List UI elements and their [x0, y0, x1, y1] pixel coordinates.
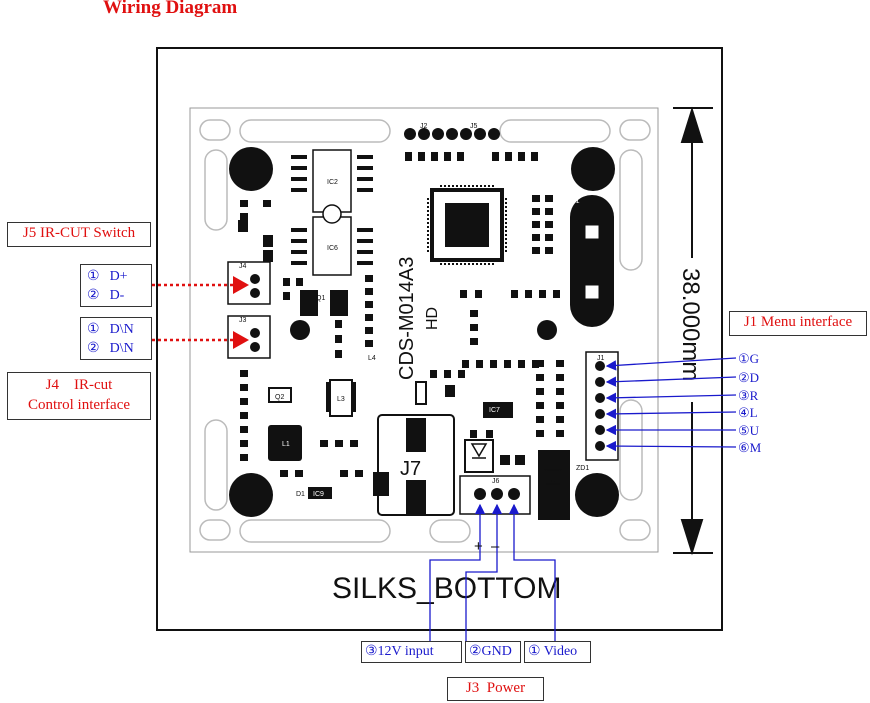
- j1-title: J1 Menu interface: [743, 314, 853, 330]
- power-12v-label: ③12V input: [361, 641, 462, 663]
- j7-label: J7: [400, 458, 421, 480]
- j1-leaders: [605, 357, 737, 452]
- j4-title-box: J4 IR-cut Control interface: [7, 372, 151, 420]
- ref-j5: J5: [470, 123, 478, 130]
- j4-pins-box: ① D\N ② D\N: [80, 317, 152, 360]
- mounting-holes: [229, 147, 619, 517]
- ref-y1: Y1: [571, 198, 580, 205]
- power-title-box: J3 Power: [447, 677, 544, 701]
- power-gnd-label: ②GND: [465, 641, 521, 663]
- j5-arrow-head: [233, 276, 249, 294]
- j5-title-box: J5 IR-CUT Switch: [7, 222, 151, 247]
- polarity-plus: +: [474, 538, 483, 555]
- j5-pins-box: ① D+ ② D-: [80, 264, 152, 307]
- ref-zd1: ZD1: [576, 465, 589, 472]
- ref-q2: Q2: [275, 394, 284, 401]
- ref-j2: J2: [420, 123, 428, 130]
- y1-crystal: [570, 195, 614, 327]
- ref-d1: D1: [296, 491, 305, 498]
- j4-pin-2: ② D\N: [87, 341, 134, 356]
- dimension-text: 38.000mm: [677, 268, 704, 381]
- j1-pin-1: ①G: [738, 351, 760, 366]
- ref-j6: J6: [492, 478, 500, 485]
- j2-header: [404, 128, 500, 140]
- diagram-title: Wiring Diagram: [103, 0, 238, 18]
- ref-j1: J1: [597, 355, 605, 362]
- ref-ic6: IC6: [327, 245, 338, 252]
- ref-ic7: IC7: [489, 407, 500, 414]
- j7-block: [377, 414, 455, 516]
- ref-q1: Q1: [316, 295, 325, 302]
- j1-connector: [585, 351, 619, 461]
- board-model: CDS-M014A3: [396, 257, 418, 380]
- j5-pin-2: ② D-: [87, 288, 125, 303]
- ref-ic9: IC9: [313, 491, 324, 498]
- ref-l4: L4: [368, 355, 376, 362]
- j1-pin-2: ②D: [738, 370, 760, 385]
- j1-title-box: J1 Menu interface: [729, 311, 867, 336]
- misc-components: [238, 220, 570, 520]
- silkscreen-label: SILKS_BOTTOM: [332, 572, 562, 605]
- diodes: [470, 443, 562, 485]
- small-pads: [240, 152, 564, 477]
- power-leaders: [429, 503, 556, 642]
- j4-title-line1: J4 IR-cut: [45, 377, 113, 393]
- mounting-slots: [199, 119, 651, 543]
- ref-l1: L1: [282, 441, 290, 448]
- j1-pin-6: ⑥M: [738, 440, 762, 455]
- ref-l3: L3: [337, 396, 345, 403]
- j1-pin-5: ⑤U: [738, 423, 760, 438]
- j5-pin-1: ① D+: [87, 269, 128, 284]
- j4-title-line2: Control interface: [27, 397, 131, 413]
- ref-j3: J3: [239, 317, 247, 324]
- board-model-sub: HD: [424, 307, 441, 330]
- main-chip: [427, 185, 507, 265]
- ref-ic2: IC2: [327, 179, 338, 186]
- j5-title: J5 IR-CUT Switch: [22, 225, 136, 241]
- j1-pin-3: ③R: [738, 388, 759, 403]
- ref-j4: J4: [239, 263, 247, 270]
- power-video-label: ① Video: [524, 641, 591, 663]
- j4-pin-1: ① D\N: [87, 322, 134, 337]
- dimension-line: [673, 106, 713, 556]
- polarity-minus: –: [491, 538, 500, 555]
- j1-pin-4: ④L: [738, 405, 758, 420]
- power-title: J3 Power: [465, 680, 526, 696]
- j4-arrow-head: [233, 331, 249, 349]
